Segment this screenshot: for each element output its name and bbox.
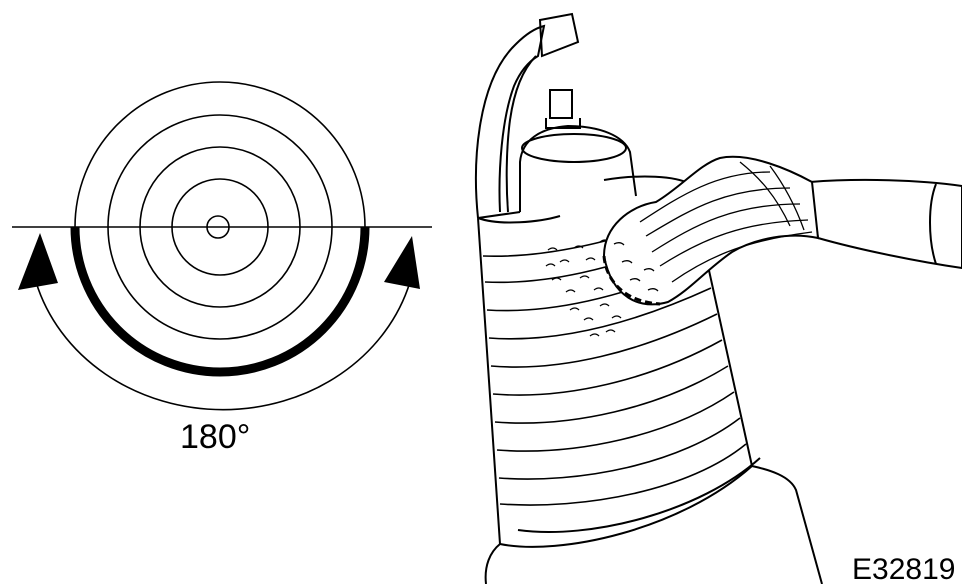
brush-handle-end — [929, 183, 937, 265]
angle-label: 180° — [180, 418, 250, 456]
insulator-nose-top — [521, 133, 627, 163]
ground-electrode-inner — [505, 55, 537, 213]
hex-base-edge — [517, 457, 761, 533]
ground-electrode-tip — [538, 12, 580, 58]
rotation-diagram — [12, 81, 432, 411]
left-arrow-head-icon — [18, 233, 58, 290]
brush-bristles — [639, 161, 813, 283]
spark-plug — [474, 12, 823, 584]
rotation-arc — [35, 281, 411, 411]
wire-brush — [602, 155, 962, 306]
carbon-deposits — [545, 239, 622, 337]
right-arrow-head-icon — [384, 236, 420, 289]
brush-handle — [808, 178, 962, 270]
center-electrode-shoulder — [545, 118, 581, 129]
insulator-nose — [519, 124, 637, 212]
center-electrode-tip — [549, 89, 573, 119]
brush-tip-strokes — [613, 242, 659, 292]
body-top-rim — [477, 215, 561, 224]
brush-head — [602, 155, 820, 306]
threaded-body-outline — [477, 175, 753, 545]
ground-electrode — [474, 24, 546, 219]
cleaned-half-arc — [70, 226, 370, 377]
hex-base — [484, 464, 823, 584]
figure-id-label: E32819 — [852, 553, 955, 584]
brush-contact-edge — [602, 255, 661, 306]
